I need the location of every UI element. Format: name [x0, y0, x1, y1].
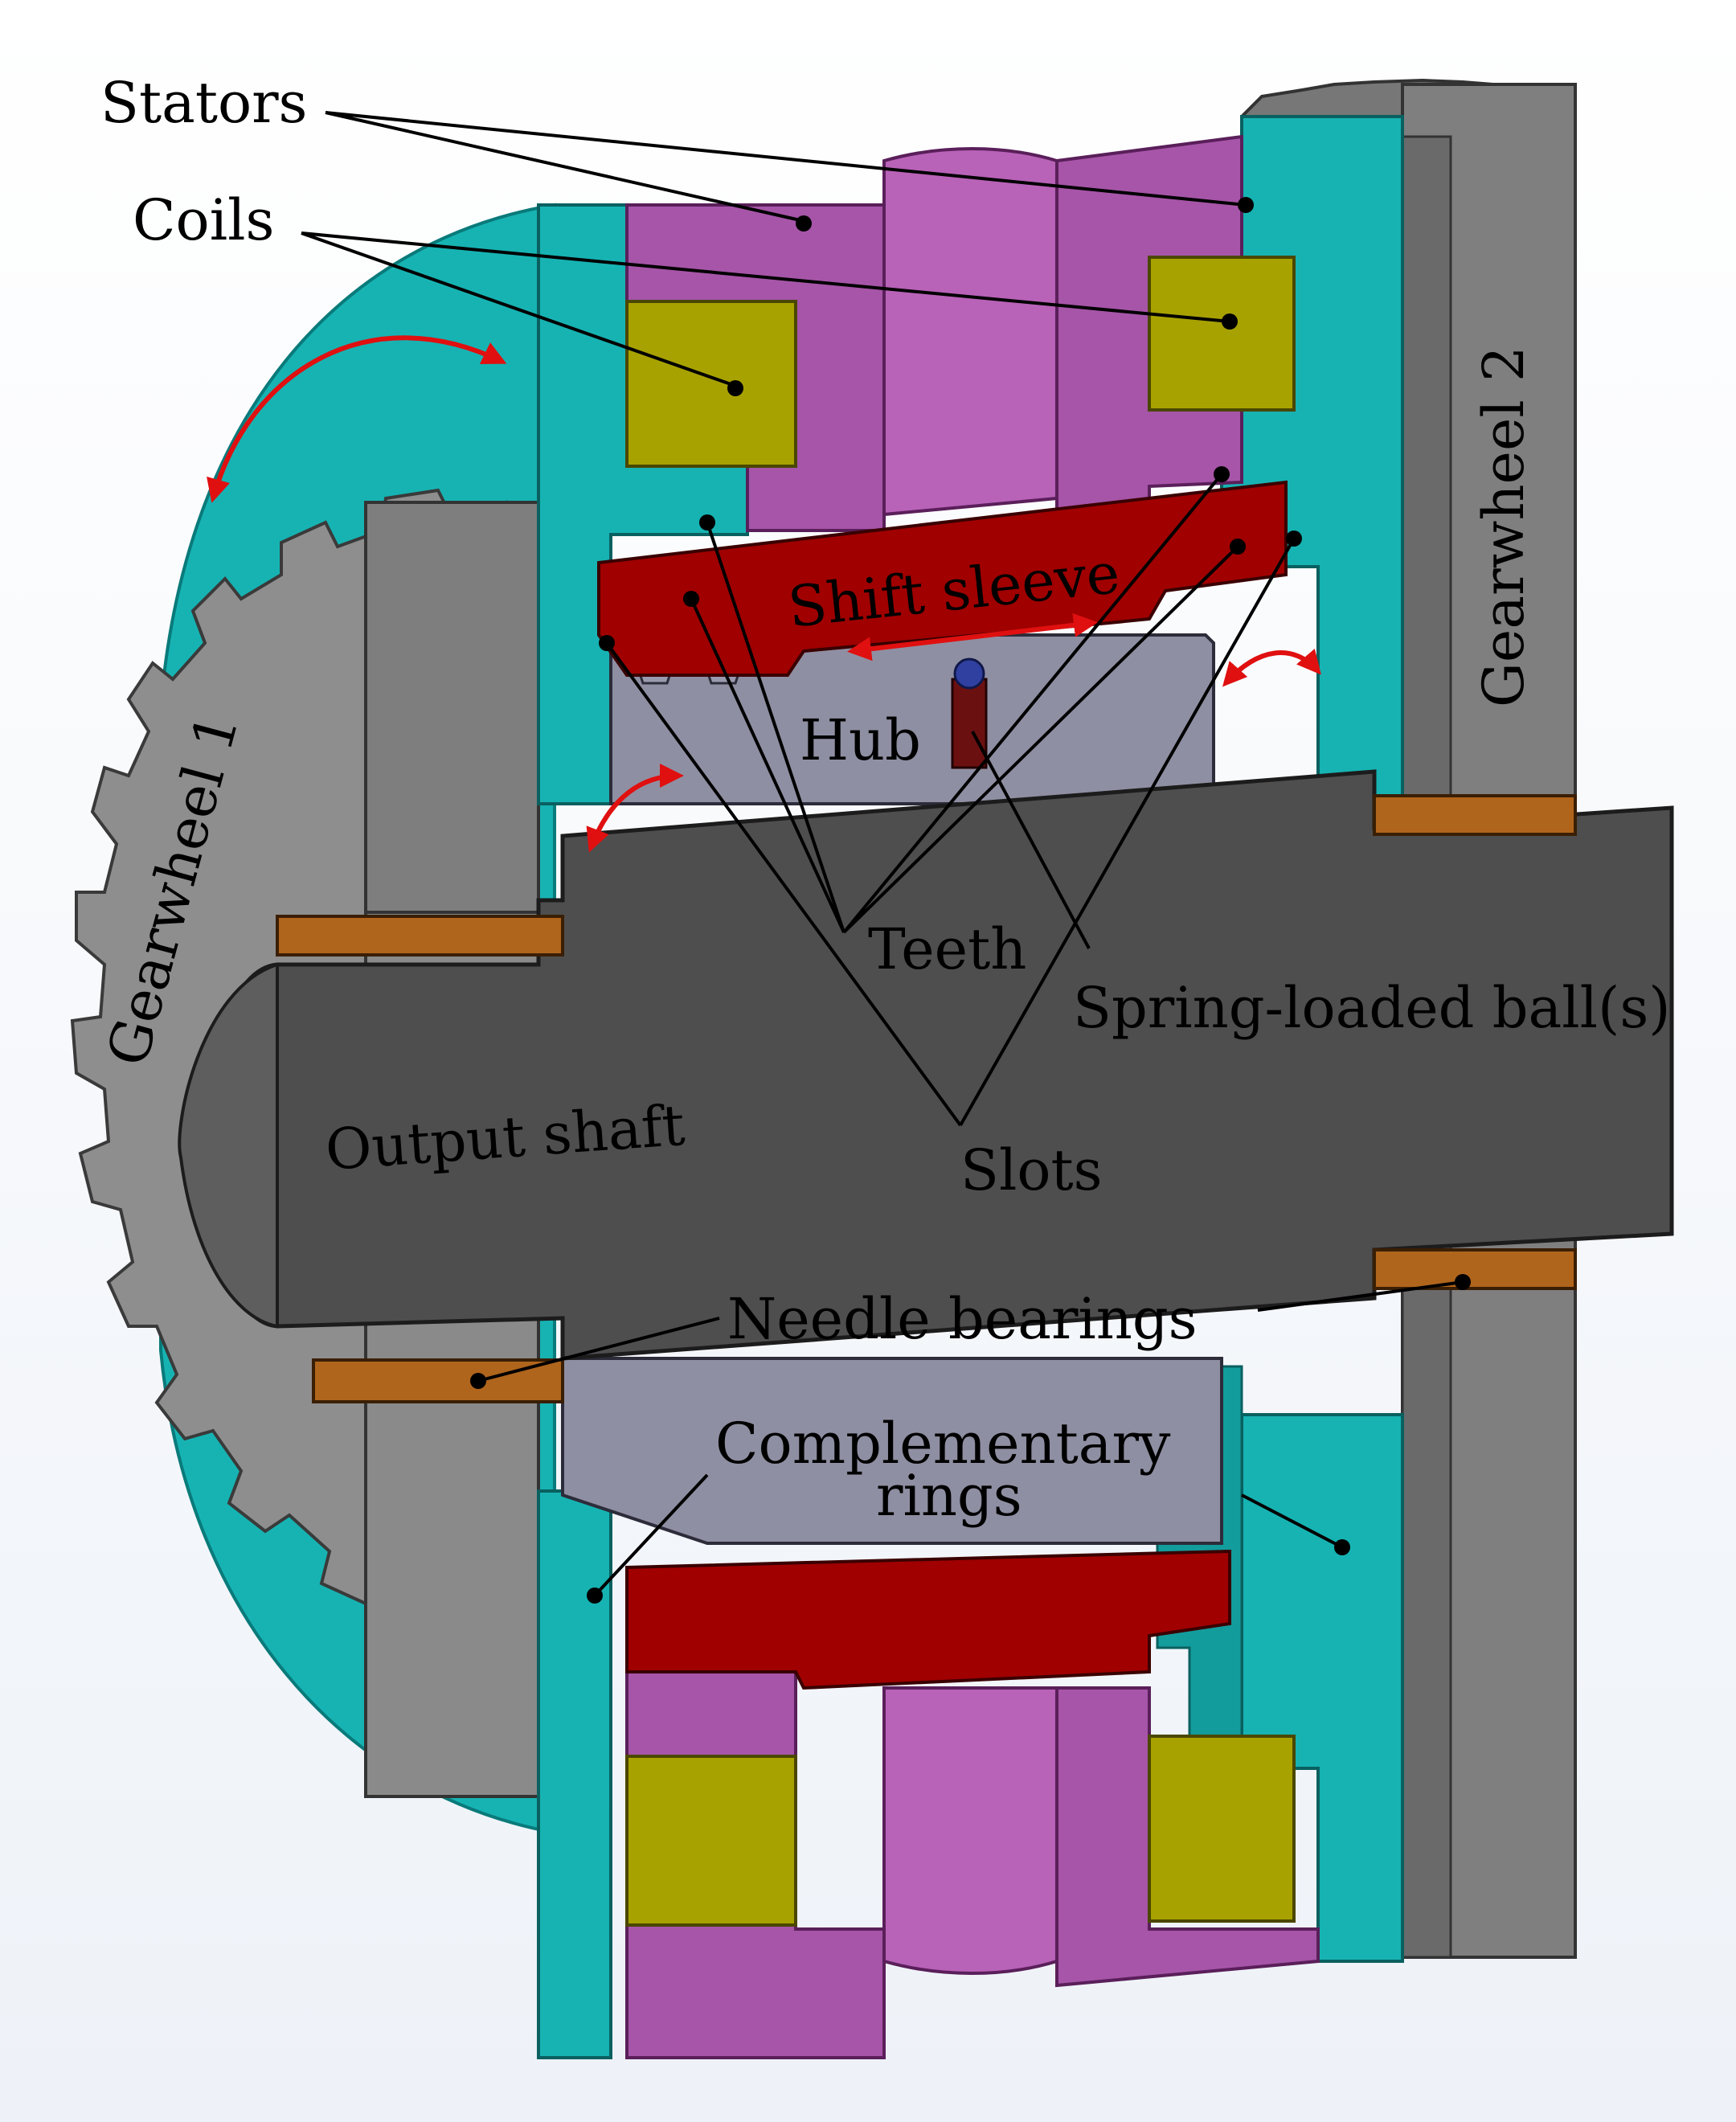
ball: [953, 657, 985, 690]
coil-left-upper: [625, 300, 797, 468]
dot-teeth-3: [1214, 466, 1230, 482]
coil-left-lower: [625, 1755, 797, 1927]
dot-slot-left: [599, 635, 615, 651]
dot-slot-right: [1286, 530, 1302, 547]
needle-bearing-left-upper: [276, 915, 564, 957]
label-needle-bearings: Needle bearings: [727, 1286, 1198, 1352]
output-shaft-end-face: [178, 962, 279, 1329]
gearwheel-1-rotation-arrow: [207, 335, 507, 503]
label-spring-loaded-balls: Spring-loaded ball(s): [1073, 975, 1671, 1041]
label-coils: Coils: [133, 187, 274, 253]
coils: [625, 256, 1296, 1927]
dot-teeth-1: [699, 514, 715, 530]
stator-center-lower: [882, 1686, 1058, 1975]
leader-dots: [470, 197, 1471, 1604]
sleeve-axial-arrow: [847, 612, 1098, 662]
spring-loaded-ball: [951, 657, 988, 769]
label-slots: Slots: [960, 1137, 1103, 1203]
needle-bearings: [276, 794, 1577, 1403]
leader-complementary-rings: [593, 1473, 1343, 1597]
shift-sleeve: [597, 480, 1288, 1690]
motion-arrows: [207, 335, 1321, 853]
stator-center-upper: [882, 147, 1058, 517]
dot-ring-right: [1334, 1539, 1350, 1555]
dot-ring-left: [587, 1587, 603, 1604]
hub-lower: [561, 1357, 1223, 1545]
dot-stator-left: [796, 215, 812, 231]
dot-teeth-4: [1230, 539, 1246, 555]
shift-sleeve-lower: [625, 1549, 1231, 1690]
spring-housing: [951, 678, 988, 769]
coil-right-upper: [1148, 256, 1296, 412]
leader-lines: [301, 111, 1464, 1597]
dot-stator-right: [1238, 197, 1254, 213]
dot-bearing-right: [1455, 1274, 1471, 1290]
leader-needle-bearings: [477, 1280, 1464, 1383]
label-hub: Hub: [800, 707, 921, 773]
leader-coils: [301, 231, 1230, 387]
label-teeth: Teeth: [868, 916, 1026, 982]
dot-teeth-2: [683, 591, 699, 607]
hub-rotation-arrow: [586, 764, 684, 853]
label-complementary-rings-line1: Complementary: [715, 1411, 1171, 1477]
dot-coil-left: [727, 380, 743, 396]
label-stators: Stators: [100, 70, 307, 136]
leader-teeth: [690, 473, 1239, 934]
label-gearwheel-2: Gearwheel 2: [1471, 346, 1537, 707]
needle-bearing-right-upper: [1373, 794, 1577, 836]
dot-bearing-left: [470, 1373, 486, 1389]
dot-coil-right: [1222, 313, 1238, 330]
leader-slots: [605, 538, 1296, 1127]
needle-bearing-left-lower: [312, 1358, 564, 1403]
leader-stators: [325, 111, 1247, 223]
gearwheel-1-hub-block: [364, 501, 540, 914]
shift-sleeve-upper: [597, 480, 1288, 677]
gearwheel-2-rotation-arrow: [1222, 649, 1321, 687]
output-shaft: [178, 769, 1674, 1361]
needle-bearing-right-lower: [1373, 1248, 1577, 1290]
label-complementary-rings-line2: rings: [876, 1463, 1022, 1529]
stator-right-lower: [1055, 1686, 1320, 1988]
complementary-ring-left-lower: [537, 1489, 612, 2059]
coil-right-lower: [1148, 1735, 1296, 1923]
leader-spring-ball: [971, 731, 1091, 949]
